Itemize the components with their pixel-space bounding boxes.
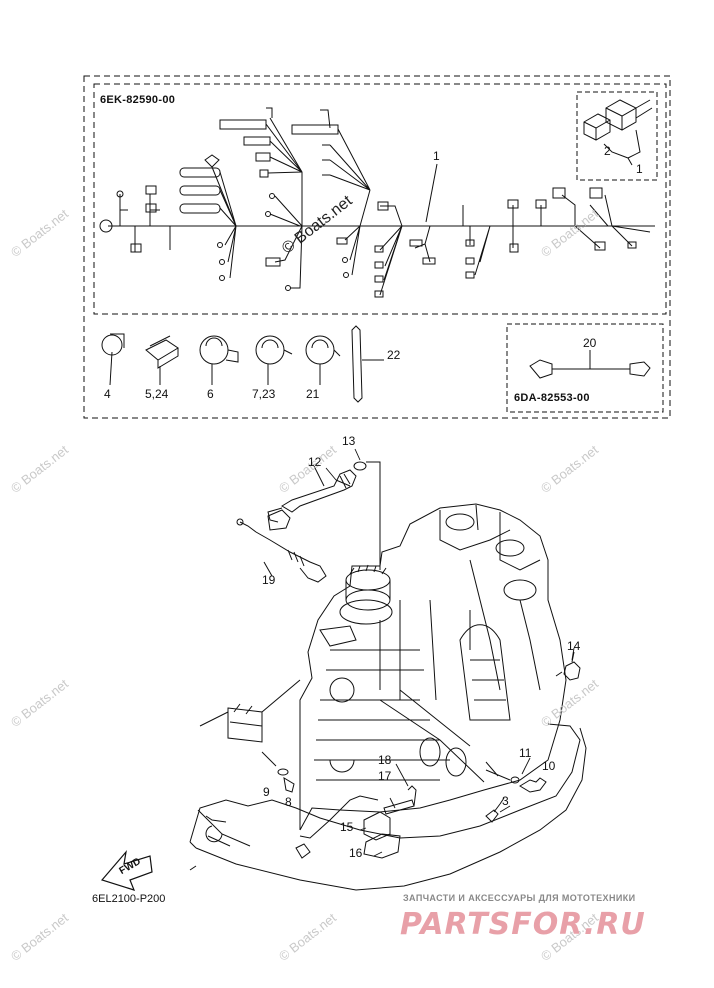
callout-20: 20 bbox=[583, 336, 597, 350]
callout-12: 12 bbox=[308, 455, 322, 469]
callout-22: 22 bbox=[387, 348, 401, 362]
figure-code: 6EL2100-P200 bbox=[92, 893, 166, 905]
connector-inset-frame bbox=[576, 91, 658, 181]
callout-2: 2 bbox=[604, 144, 611, 158]
brand-caption: ЗАПЧАСТИ И АКСЕССУАРЫ ДЛЯ МОТОТЕХНИКИ bbox=[403, 893, 636, 903]
callout-6: 6 bbox=[207, 387, 214, 401]
wire-harness bbox=[99, 107, 655, 298]
callout-1: 1 bbox=[433, 149, 440, 163]
callout-5-24: 5,24 bbox=[145, 387, 169, 401]
lead-frame bbox=[506, 323, 664, 413]
callout-13: 13 bbox=[342, 434, 356, 448]
fwd-arrow-icon bbox=[100, 849, 153, 891]
callout-10: 10 bbox=[542, 759, 556, 773]
lead-part-code: 6DA-82553-00 bbox=[514, 392, 590, 404]
callout-8: 8 bbox=[285, 795, 292, 809]
callout-14: 14 bbox=[567, 639, 581, 653]
callout-18: 18 bbox=[378, 753, 392, 767]
callout-9: 9 bbox=[263, 785, 270, 799]
clamps-row bbox=[101, 325, 384, 403]
small-parts bbox=[189, 461, 581, 871]
callout-15: 15 bbox=[340, 820, 354, 834]
callout-19: 19 bbox=[262, 573, 276, 587]
engine-block bbox=[189, 503, 587, 891]
lead-drawing bbox=[529, 350, 651, 379]
callout-4: 4 bbox=[104, 387, 111, 401]
brand-logo: PARTSFOR.RU bbox=[400, 907, 646, 942]
callout-11: 11 bbox=[519, 746, 532, 760]
callout-16: 16 bbox=[349, 846, 363, 860]
callout-leaders bbox=[325, 448, 575, 857]
callout-17: 17 bbox=[378, 769, 392, 783]
callout-7-23: 7,23 bbox=[252, 387, 276, 401]
harness-part-code: 6EK-82590-00 bbox=[100, 94, 176, 106]
connector-inset-drawing bbox=[583, 99, 653, 166]
harness-inner-frame bbox=[93, 83, 667, 315]
callout-21: 21 bbox=[306, 387, 320, 401]
callout-1-inset: 1 bbox=[636, 162, 643, 176]
harness-leaders bbox=[425, 163, 438, 223]
harness-frame bbox=[83, 75, 671, 419]
callout-3: 3 bbox=[502, 794, 509, 808]
